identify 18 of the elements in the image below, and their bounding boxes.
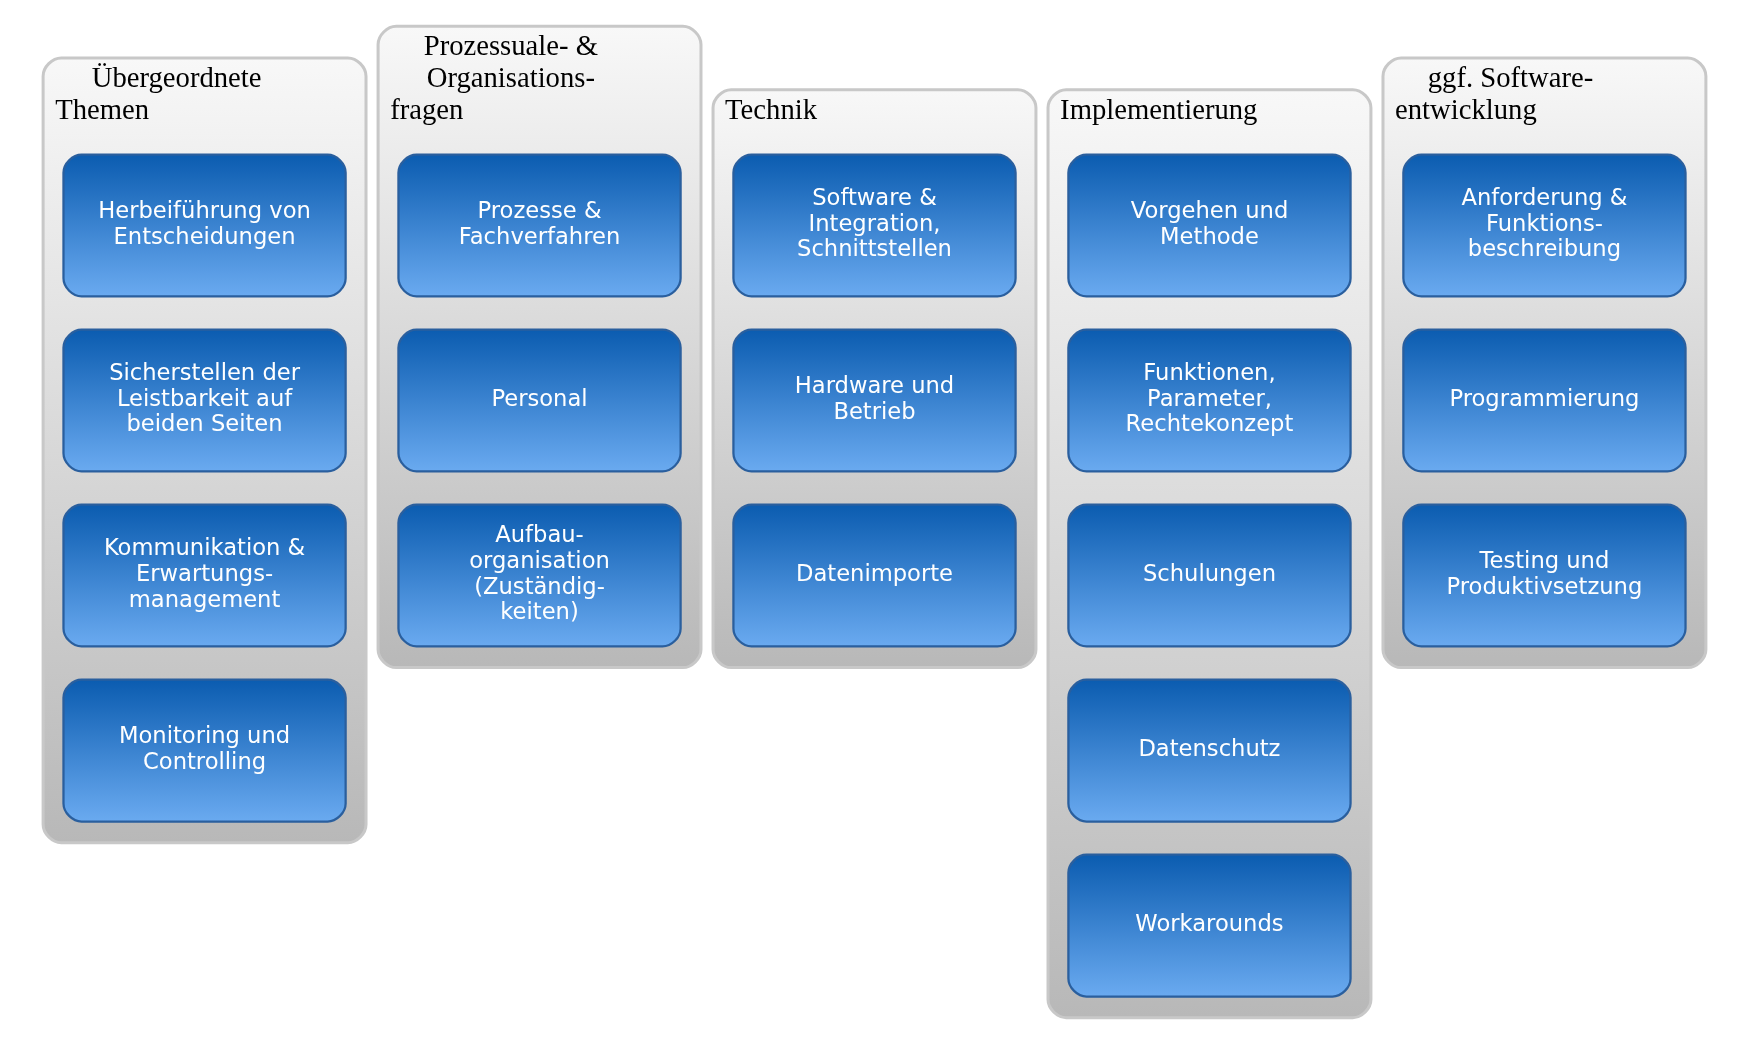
node-box: Personal xyxy=(396,328,682,473)
node-box: Sicherstellen der Leistbarkeit auf beiden Seiten xyxy=(61,328,347,473)
node-box: Testing und Produktivsetzung xyxy=(1401,503,1687,648)
node-box: Datenimporte xyxy=(731,503,1017,648)
node-box: Hardware und Betrieb xyxy=(731,328,1017,473)
node-box: Kommunikation & Erwartungs- management xyxy=(61,503,347,648)
node-box: Monitoring und Controlling xyxy=(61,678,347,823)
node-box: Vorgehen und Methode xyxy=(1066,153,1352,298)
node-box: Datenschutz xyxy=(1066,678,1352,823)
node-box: Aufbau- organisation (Zuständig- keiten) xyxy=(396,503,682,648)
node-box: Funktionen, Parameter, Rechtekonzept xyxy=(1066,328,1352,473)
node-box: Prozesse & Fachverfahren xyxy=(396,153,682,298)
node-box: Anforderung & Funktions- beschreibung xyxy=(1401,153,1687,298)
node-box: Workarounds xyxy=(1066,853,1352,998)
node-box: Software & Integration, Schnittstellen xyxy=(731,153,1017,298)
node-box: Herbeiführung von Entscheidungen xyxy=(61,153,347,298)
node-box: Schulungen xyxy=(1066,503,1352,648)
node-box: Programmierung xyxy=(1401,328,1687,473)
